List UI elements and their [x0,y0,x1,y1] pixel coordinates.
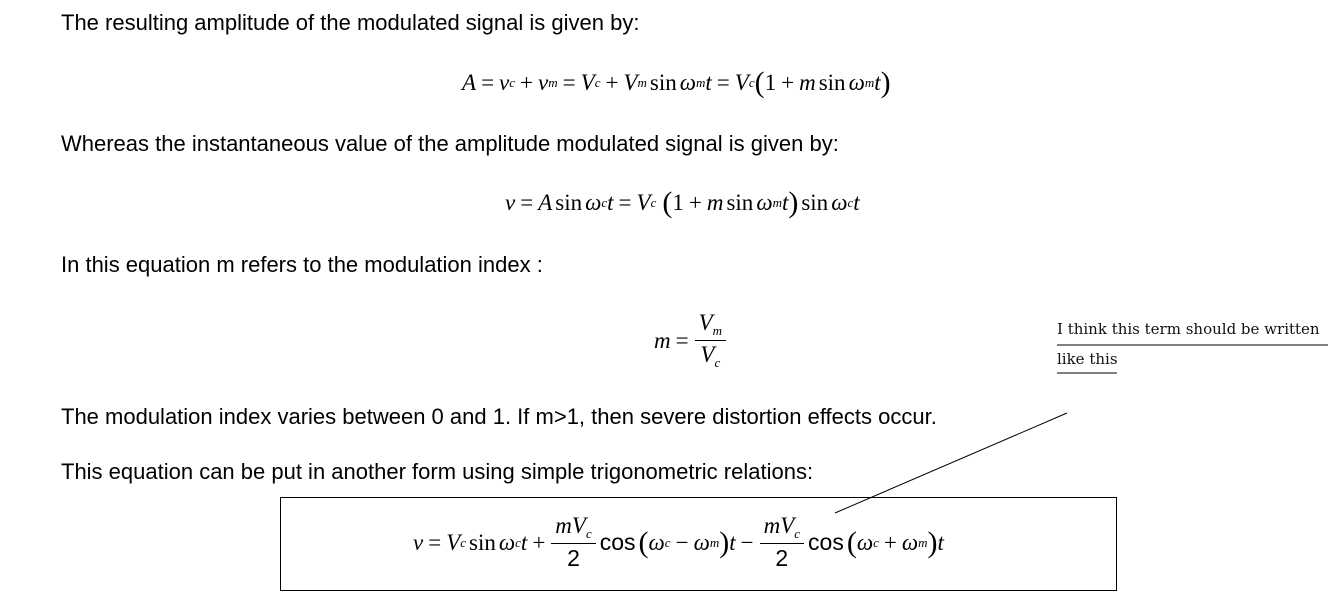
paragraph-instantaneous-value: Whereas the instantaneous value of the a… [61,131,839,156]
paragraph-modulation-index-intro: In this equation m refers to the modulat… [61,252,543,277]
boxed-equation-frame [280,497,1117,591]
paragraph-modulation-range: The modulation index varies between 0 an… [61,404,937,429]
annotation-pointer-line [834,412,1068,514]
annotation-note-line1: I think this term should be written [1057,320,1320,338]
annotation-note-line2: like this [1057,350,1118,368]
paragraph-trig-form: This equation can be put in another form… [61,459,814,484]
paragraph-resulting-amplitude: The resulting amplitude of the modulated… [61,10,640,35]
